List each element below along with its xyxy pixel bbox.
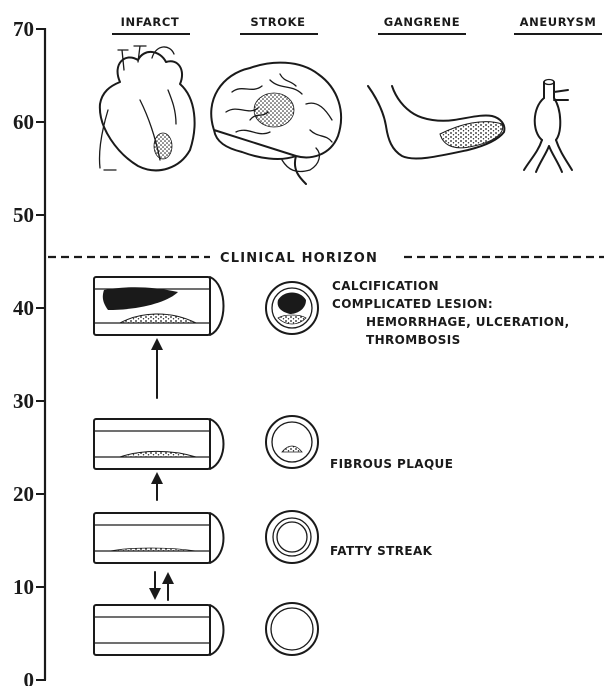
clinical-horizon-label: CLINICAL HORIZON: [220, 251, 378, 266]
stage-label-line: HEMORRHAGE, ULCERATION,: [366, 315, 570, 329]
complication-label-aneurysm: ANEURYSM: [520, 15, 597, 29]
complication-label-stroke: STROKE: [250, 15, 305, 29]
axis-tick-label: 70: [13, 17, 34, 41]
progression-arrow-fibrous-to-complicated: [151, 338, 163, 398]
axis-tick-label: 30: [13, 389, 34, 413]
regression-arrow-fatty-to-normal-down: [149, 572, 161, 600]
stage-label-line: THROMBOSIS: [366, 333, 461, 347]
cross-section-fibrous: [266, 416, 318, 468]
progression-arrow-fatty-to-fibrous: [151, 472, 163, 500]
axis-tick-label: 10: [13, 575, 34, 599]
vessel-section-fatty: [94, 513, 224, 563]
age-axis-ticks: 70 60 50 40 30 20 10 0: [13, 17, 46, 686]
stage-label-line: COMPLICATED LESION:: [332, 297, 493, 311]
axis-tick-label: 40: [13, 296, 34, 320]
progression-arrow-normal-to-fatty-up: [162, 572, 174, 600]
vessel-section-normal: [94, 605, 224, 655]
foot-icon: [368, 86, 504, 158]
brain-icon: [211, 63, 341, 184]
stage-label-fatty: FATTY STREAK: [330, 544, 433, 558]
axis-tick-label: 50: [13, 203, 34, 227]
cross-section-fatty: [266, 511, 318, 563]
axis-tick-label: 0: [24, 668, 35, 686]
cross-section-complicated: [266, 282, 318, 334]
aorta-icon: [524, 80, 572, 173]
axis-tick-label: 60: [13, 110, 34, 134]
complication-label-infarct: INFARCT: [121, 15, 180, 29]
stage-label-complicated: CALCIFICATION COMPLICATED LESION: HEMORR…: [332, 279, 570, 347]
stage-label-fibrous: FIBROUS PLAQUE: [330, 457, 453, 471]
stage-label-line: CALCIFICATION: [332, 279, 439, 293]
heart-icon: [99, 46, 194, 170]
cross-section-normal: [266, 603, 318, 655]
vessel-section-fibrous: [94, 419, 224, 469]
vessel-section-complicated: [94, 277, 224, 335]
axis-tick-label: 20: [13, 482, 34, 506]
complication-label-gangrene: GANGRENE: [384, 15, 460, 29]
